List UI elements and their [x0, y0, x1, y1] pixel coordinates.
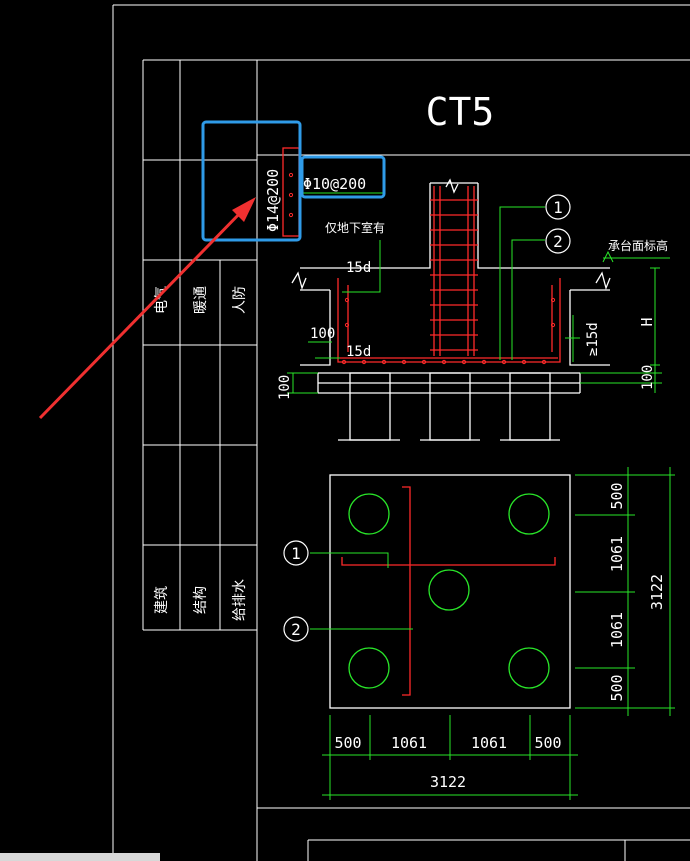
plan-view: 1 2 500 1061 1061 500 3122 500 1061 1061… [283, 467, 675, 800]
label-15d-top: 15d [346, 260, 371, 276]
dim-right-4: 500 [608, 674, 626, 701]
label-vertical-rebar: Φ14@200 [264, 169, 282, 232]
red-arrow [38, 197, 256, 420]
drawing-frame [112, 4, 690, 861]
dim-right-1: 500 [608, 482, 626, 509]
page-title: CT5 [426, 90, 495, 134]
label-H: H [638, 317, 656, 326]
dim-bottom-4: 500 [534, 734, 561, 752]
label-elevation: 承台面标高 [608, 238, 668, 253]
table-cell-electric: 电气 [154, 286, 170, 314]
label-basement-note: 仅地下室有 [325, 220, 385, 235]
label-ge15d: ≥15d [585, 322, 601, 356]
label-100-left: 100 [310, 326, 335, 342]
table-cell-hvac: 暖通 [193, 286, 209, 314]
label-100-bottom: 100 [277, 375, 293, 400]
dim-bottom-2: 1061 [391, 734, 427, 752]
section-callout-2: 2 [553, 232, 563, 251]
plan-callout-2: 2 [291, 620, 301, 639]
dim-right-3: 1061 [608, 612, 626, 648]
bottom-strip [0, 853, 160, 861]
table-cell-structure: 结构 [193, 586, 209, 614]
label-15d-bottom: 15d [346, 344, 371, 360]
dim-right-2: 1061 [608, 536, 626, 572]
section-callout-1: 1 [553, 198, 563, 217]
dim-bottom-total: 3122 [430, 773, 466, 791]
highlight-box-vertical [201, 120, 302, 242]
highlight-box-horizontal [300, 155, 386, 199]
table-cell-architecture: 建筑 [154, 586, 170, 614]
highlight-annotations [201, 120, 386, 242]
label-100-right: 100 [640, 365, 656, 390]
dim-right-total: 3122 [648, 574, 666, 610]
left-table: 电气 暖通 人防 建筑 结构 给排水 [154, 286, 248, 621]
section-view: 1 2 Φ14@200 Φ10@200 仅地下室有 15d 15d 100 10… [264, 147, 670, 441]
label-horizontal-rebar: Φ10@200 [303, 175, 366, 193]
dim-bottom-3: 1061 [471, 734, 507, 752]
dim-bottom-1: 500 [334, 734, 361, 752]
plan-callout-1: 1 [291, 544, 301, 563]
table-cell-civil-defense: 人防 [232, 286, 248, 314]
table-cell-plumbing: 给排水 [232, 579, 248, 621]
